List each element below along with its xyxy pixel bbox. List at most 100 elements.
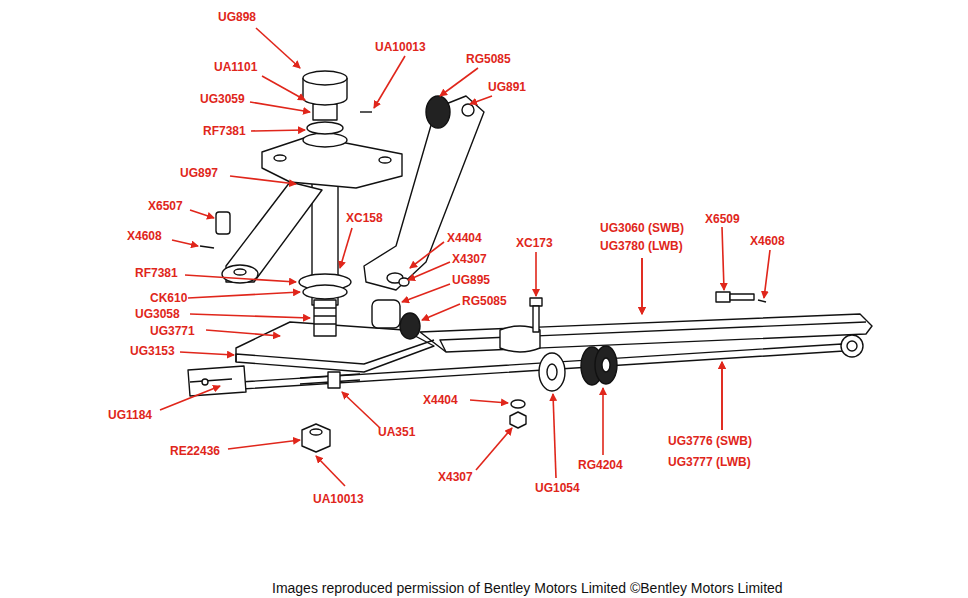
leader-arrow <box>342 392 380 428</box>
washer <box>307 122 343 134</box>
callout-number: UG3776 (SWB) <box>668 434 752 448</box>
bush-sleeve <box>539 353 565 391</box>
callout-number: UG897 <box>180 166 218 180</box>
leader-arrow <box>250 102 310 112</box>
leader-arrow <box>188 292 300 298</box>
leader-arrow <box>230 176 296 184</box>
callout-number: X4307 <box>452 252 487 266</box>
callout-number: RF7381 <box>135 266 178 280</box>
leader-arrow <box>190 314 310 318</box>
leader-arrow <box>206 330 280 336</box>
leader-arrow <box>402 284 450 302</box>
leader-arrow <box>160 386 220 410</box>
thread <box>314 308 336 324</box>
callout-number: UG1184 <box>108 408 152 422</box>
leader-arrow <box>476 428 512 470</box>
callout-number: X6509 <box>705 212 740 226</box>
pin <box>216 212 230 234</box>
callout-number: RG5085 <box>466 52 511 66</box>
split-pin <box>360 111 372 112</box>
boss-hole <box>234 269 246 275</box>
rod-eye-hole <box>847 341 857 351</box>
leader-arrow <box>410 242 444 268</box>
arm-boss <box>222 265 258 283</box>
leader-arrow <box>553 394 556 478</box>
callout-number: XC173 <box>516 236 553 250</box>
leader-arrow <box>641 258 643 314</box>
leader-arrow <box>180 352 234 355</box>
cap-top <box>303 71 347 85</box>
callout-number: UG3059 <box>200 92 245 106</box>
bush-sleeve <box>372 300 400 328</box>
leader-arrow <box>422 304 460 320</box>
callout-number: X4307 <box>438 470 473 484</box>
bolt-shank <box>533 306 539 332</box>
leader-arrow <box>408 262 450 280</box>
bolt-head <box>716 292 730 302</box>
callout-number: CK610 <box>150 291 187 305</box>
leader-arrow <box>764 250 770 298</box>
leader-arrow <box>721 362 723 430</box>
nut <box>313 104 337 120</box>
split-pin <box>200 246 214 248</box>
fork-end <box>188 366 246 396</box>
bracket-hole <box>379 157 391 163</box>
parts-drawing <box>188 71 872 452</box>
threaded-stud <box>314 300 336 336</box>
seal <box>303 285 347 299</box>
fork-hole <box>202 379 208 385</box>
leader-arrow <box>228 440 300 449</box>
callout-number: RF7381 <box>203 124 246 138</box>
rubber-bush <box>426 96 450 128</box>
leader-arrow <box>374 56 405 108</box>
rubber-bush <box>400 313 420 339</box>
callout-number: RE22436 <box>170 444 220 458</box>
bolt-shank <box>730 294 754 300</box>
castle-nut <box>302 424 330 452</box>
leader-arrow <box>251 130 305 131</box>
callout-number: X4404 <box>423 393 458 407</box>
callout-number: X4608 <box>127 229 162 243</box>
bolt-head <box>530 298 542 306</box>
leader-arrow <box>470 96 492 104</box>
callout-number: X4608 <box>750 234 785 248</box>
washer <box>511 400 525 408</box>
callout-number: UA1101 <box>214 60 257 74</box>
callout-number: UG898 <box>218 10 256 24</box>
callout-number: UG3771 <box>150 324 195 338</box>
callout-number: UG891 <box>488 80 526 94</box>
bush-hole <box>547 364 557 380</box>
callout-number: UG3058 <box>135 307 180 321</box>
nut-hole <box>310 429 322 435</box>
lever-hole <box>462 104 474 116</box>
leader-arrow <box>722 227 724 290</box>
callout-number: UG3153 <box>130 344 175 358</box>
leader-arrow <box>602 388 604 455</box>
leader-arrow <box>256 28 300 68</box>
callout-number: XC158 <box>346 211 383 225</box>
callout-number: UA10013 <box>313 492 364 506</box>
rod-eye <box>841 335 863 357</box>
leader-arrow <box>470 400 508 403</box>
callout-number: RG5085 <box>462 294 507 308</box>
leader-arrow <box>172 240 198 246</box>
leader-arrow <box>190 210 214 218</box>
callout-number: X6507 <box>148 199 183 213</box>
leader-arrow <box>340 228 352 268</box>
caption: Images reproduced permission of Bentley … <box>272 580 783 596</box>
leader-arrow <box>262 76 305 100</box>
nut <box>510 412 526 428</box>
callout-number: UA351 <box>378 425 415 439</box>
leader-arrow <box>440 68 478 96</box>
callout-number: RG4204 <box>578 458 623 472</box>
locknut <box>328 372 340 388</box>
fork-slot <box>190 379 232 382</box>
leader-arrow <box>535 252 537 296</box>
nut <box>399 278 409 286</box>
bracket-hole <box>274 155 286 161</box>
leader-arrows <box>160 28 770 486</box>
callout-number: X4404 <box>447 231 482 245</box>
leader-arrow <box>316 456 345 486</box>
bearing <box>303 133 347 147</box>
plate-edge <box>236 340 434 364</box>
